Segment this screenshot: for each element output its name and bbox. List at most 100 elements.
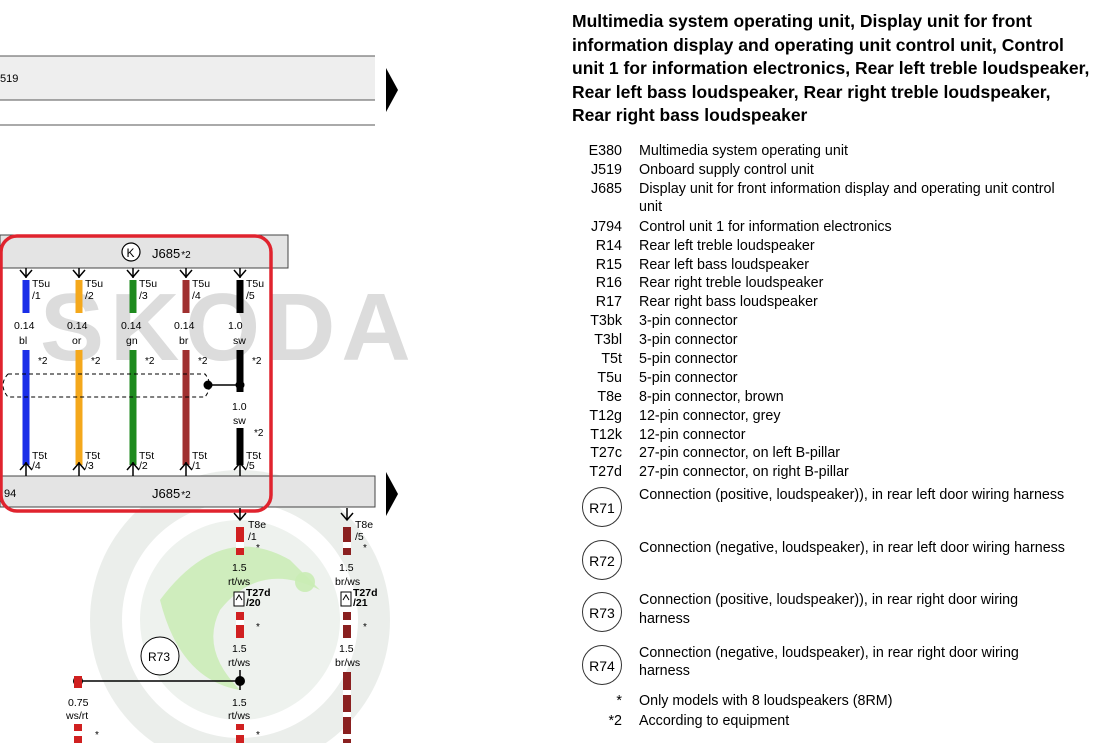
bottom-pin-label: T5t <box>139 450 154 462</box>
control-unit-top-bar: 519 <box>0 55 398 126</box>
svg-text:rt/ws: rt/ws <box>228 657 250 669</box>
top-pin-label: T5u <box>139 278 157 290</box>
connection-code-badge: R71 <box>582 487 622 528</box>
wire-segment <box>75 350 83 465</box>
bottom-pin-number: /4 <box>32 460 41 472</box>
continue-arrow-icon <box>386 68 398 112</box>
legend-code: T12k <box>590 426 622 443</box>
top-pin-number: /1 <box>32 290 41 302</box>
connection-description: Connection (positive, loudspeaker)), in … <box>639 487 1065 504</box>
wire-color: gn <box>126 335 138 347</box>
legend-description: Onboard supply control unit <box>639 161 814 178</box>
wire-note: *2 <box>38 356 48 367</box>
wiring-diagram: SKODA 519 K J685*2 94 J685*2 T5u/10.14bl… <box>0 55 417 743</box>
footnote-item: * Only models with 8 loudspeakers (8RM) <box>578 692 1088 712</box>
svg-text:1.5: 1.5 <box>232 643 247 655</box>
wire-lower-right: T8e /5 * 1.5 br/ws T27d /21 * 1.5 br/ws <box>335 508 378 743</box>
connection-code-badge: R73 <box>582 592 622 633</box>
bottom-pin-number: /2 <box>139 460 148 472</box>
j685-top-label: J685*2 <box>152 246 191 261</box>
shield-dashed-outline <box>2 373 210 398</box>
wire-size: 0.14 <box>14 320 35 332</box>
svg-text:*: * <box>256 543 260 554</box>
wire-color: or <box>72 335 82 347</box>
legend-description: Display unit for front information displ… <box>639 180 1055 215</box>
legend-code: R15 <box>595 256 622 273</box>
legend-code: T27c <box>590 445 622 462</box>
bottom-pin-number: /1 <box>192 460 201 472</box>
wire-segment <box>236 280 244 313</box>
wire-note: *2 <box>91 356 101 367</box>
wire-note: *2 <box>198 356 208 367</box>
sw-mid-color: sw <box>233 415 246 427</box>
pin-arrow-icon <box>179 461 193 471</box>
legend-description: 3-pin connector <box>639 313 738 330</box>
legend-description: 5-pin connector <box>639 351 738 368</box>
svg-text:ws/rt: ws/rt <box>65 710 88 722</box>
connection-item: R71 Connection (positive, loudspeaker)), … <box>578 482 1088 535</box>
wire-segment <box>22 280 30 313</box>
wire-note: *2 <box>252 356 262 367</box>
connection-description: Connection (negative, loudspeaker), in r… <box>639 539 1065 556</box>
top-pin-label: T5u <box>85 278 103 290</box>
svg-text:0.75: 0.75 <box>68 697 89 709</box>
svg-text:T8e: T8e <box>248 519 266 531</box>
wire-far-left: 0.75 ws/rt * <box>65 676 99 743</box>
legend-code: T3bk <box>590 313 622 330</box>
sw-mid-size: 1.0 <box>232 401 247 413</box>
footnote-description: According to equipment <box>639 713 790 730</box>
skoda-watermark-text: SKODA <box>40 274 417 381</box>
footnote-description: Only models with 8 loudspeakers (8RM) <box>639 693 893 710</box>
bottom-pin-label: T5t <box>246 450 261 462</box>
legend-item: T3bk 3-pin connector <box>578 312 1088 331</box>
wire-note: *2 <box>145 356 155 367</box>
svg-text:/21: /21 <box>353 597 368 609</box>
top-pin-number: /5 <box>246 290 255 302</box>
legend-description: Multimedia system operating unit <box>639 143 848 159</box>
legend-description: 27-pin connector, on right B-pillar <box>639 464 849 481</box>
svg-text:1.5: 1.5 <box>232 562 247 574</box>
svg-text:R73: R73 <box>148 650 170 664</box>
svg-text:1.5: 1.5 <box>339 562 354 574</box>
wire-color: br <box>179 335 189 347</box>
legend-code: R16 <box>595 275 622 292</box>
wire-segment <box>22 350 30 465</box>
legend-description: Rear left bass loudspeaker <box>639 256 810 273</box>
pin-arrow-icon <box>19 461 33 471</box>
bottom-pin-number: /3 <box>85 460 94 472</box>
bottom-pin-label: T5t <box>32 450 47 462</box>
svg-text:rt/ws: rt/ws <box>228 576 250 588</box>
k-symbol-icon: K <box>121 242 141 262</box>
footnote-code: * <box>616 693 622 710</box>
wire-segment <box>75 280 83 313</box>
connection-list: R71 Connection (positive, loudspeaker)), … <box>578 482 1088 692</box>
legend-code: R17 <box>595 294 622 311</box>
bottom-pin-label: T5t <box>192 450 207 462</box>
bottom-pin-number: /5 <box>246 460 255 472</box>
highlight-frame <box>0 234 273 513</box>
sw-mid-note: *2 <box>254 428 264 439</box>
legend-description: 8-pin connector, brown <box>639 388 784 405</box>
top-bar-label: 519 <box>0 73 18 85</box>
svg-text:br/ws: br/ws <box>335 576 360 588</box>
legend-description: Rear left treble loudspeaker <box>639 237 815 254</box>
svg-text:K: K <box>127 246 135 260</box>
wire-size: 0.14 <box>174 320 195 332</box>
top-pin-number: /3 <box>139 290 148 302</box>
